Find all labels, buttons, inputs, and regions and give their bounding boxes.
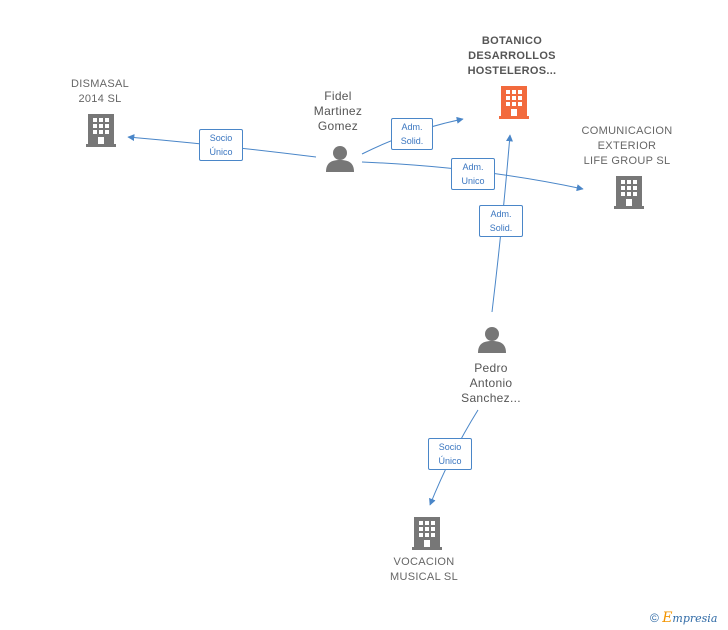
copyright-symbol: © — [650, 611, 659, 625]
brand-name: mpresia — [672, 612, 718, 625]
edge-label-pedro-botanico: Adm. Solid. — [479, 205, 523, 237]
building-icon — [412, 517, 442, 550]
building-icon — [86, 114, 116, 147]
edge-label-fidel-botanico: Adm. Solid. — [391, 118, 433, 150]
node-label-botanico[interactable]: BOTANICO DESARROLLOS HOSTELEROS... — [467, 35, 557, 77]
person-icon — [478, 327, 506, 353]
node-label-comunicacion[interactable]: COMUNICACION EXTERIOR LIFE GROUP SL — [581, 125, 673, 167]
building-icon — [614, 176, 644, 209]
brand-initial: E — [662, 610, 673, 626]
building-icon — [499, 86, 529, 119]
edge-label-pedro-vocacion: Socio Único — [428, 438, 472, 470]
node-label-pedro[interactable]: Pedro Antonio Sanchez... — [461, 361, 521, 405]
copyright-brand: © Empresia — [650, 610, 717, 626]
edge-label-fidel-comunicacion: Adm. Unico — [451, 158, 495, 190]
node-label-fidel[interactable]: Fidel Martinez Gomez — [313, 89, 363, 133]
edge-label-fidel-dismasal: Socio Único — [199, 129, 243, 161]
node-label-dismasal[interactable]: DISMASAL 2014 SL — [70, 78, 130, 105]
node-label-vocacion[interactable]: VOCACION MUSICAL SL — [389, 556, 458, 583]
person-icon — [326, 146, 354, 172]
